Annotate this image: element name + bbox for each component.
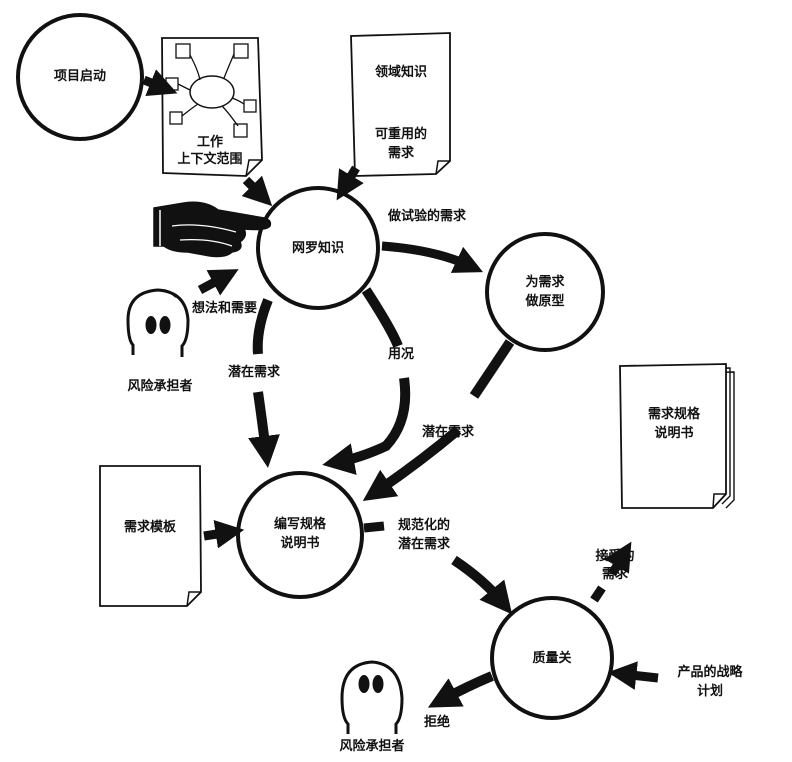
project-start-label: 项目启动 — [53, 69, 106, 84]
strategic-plan-label-line2: 计划 — [696, 684, 723, 699]
stakeholder-bottom-figure — [340, 660, 404, 734]
potential-req-left-label: 潜在需求 — [228, 365, 281, 380]
flow-arrows — [142, 69, 659, 690]
stakeholder-top-figure — [126, 288, 190, 357]
stakeholder-top-label: 风险承担者 — [127, 379, 193, 394]
prototype-circle — [485, 232, 605, 352]
formalized-label-line1: 规范化的 — [398, 518, 451, 533]
domain-knowledge-document — [350, 32, 451, 177]
curved-flow-arrows — [258, 241, 515, 708]
accepted-label-line1: 接受的 — [595, 549, 635, 564]
write-spec-label-line2: 说明书 — [280, 536, 320, 551]
quality-gate-circle — [490, 596, 614, 720]
work-context-label-line2: 上下文范围 — [177, 152, 243, 167]
potential-req-right-label: 潜在需求 — [422, 425, 475, 440]
project-start-circle — [16, 13, 144, 141]
pointing-hand-icon — [153, 201, 272, 258]
formalized-label-line2: 潜在需求 — [398, 537, 451, 552]
srs-document-stack — [619, 363, 735, 509]
use-cases-label: 用况 — [388, 347, 415, 362]
ideas-and-needs-label: 想法和需要 — [192, 301, 258, 316]
quality-gate-label: 质量关 — [532, 651, 572, 666]
requirements-template-document — [99, 465, 202, 607]
rejected-label: 拒绝 — [424, 715, 451, 730]
srs-label-line1: 需求规格 — [647, 407, 700, 422]
strategic-plan-label-line1: 产品的战略 — [677, 665, 743, 680]
experiment-requirements-label: 做试验的需求 — [388, 209, 467, 224]
work-context-label-line1: 工作 — [196, 135, 223, 150]
reusable-requirements-label-line2: 需求 — [387, 146, 414, 161]
domain-knowledge-label: 领域知识 — [374, 65, 427, 80]
gather-knowledge-circle — [256, 186, 380, 310]
prototype-label-line1: 为需求 — [525, 275, 565, 290]
work-context-document — [161, 37, 263, 177]
srs-label-line2: 说明书 — [654, 426, 694, 441]
reusable-requirements-label-line1: 可重用的 — [374, 127, 427, 142]
stakeholder-bottom-label: 风险承担者 — [339, 739, 405, 754]
write-spec-label-line1: 编写规格 — [273, 517, 326, 532]
accepted-label-line2: 需求 — [601, 567, 628, 582]
gather-knowledge-label: 网罗知识 — [291, 241, 344, 256]
requirements-template-label: 需求模板 — [123, 520, 176, 535]
prototype-label-line2: 做原型 — [525, 294, 565, 309]
